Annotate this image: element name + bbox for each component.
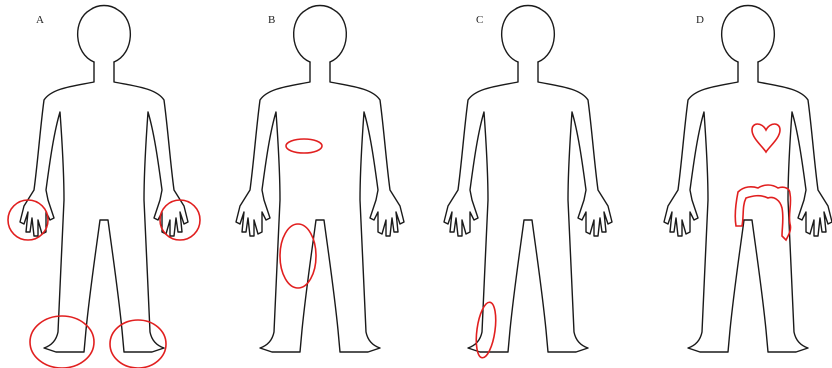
figure-b [236,6,404,353]
panel-label-b: B [268,14,275,26]
left-hand-circle [8,200,48,240]
waist-ellipse [286,139,322,153]
lower-leg-ellipse [473,301,499,359]
figure-a [8,6,200,368]
panel-label-c: C [476,14,483,26]
figure-d [664,6,832,353]
panel-label-d: D [696,14,704,26]
heart-icon [752,124,780,152]
figure-c [444,6,612,359]
intestine-icon [735,185,790,240]
panel-label-a: A [36,14,44,26]
right-hand-circle [160,200,200,240]
